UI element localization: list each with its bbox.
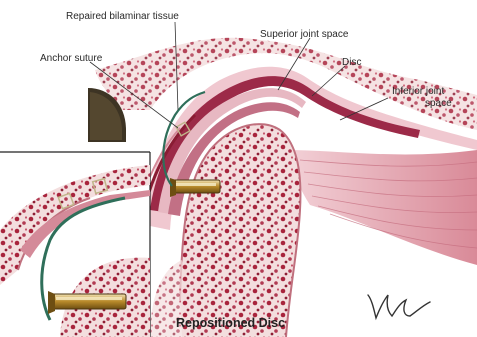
label-disc: Disc	[342, 57, 361, 68]
label-anchor-suture: Anchor suture	[40, 53, 102, 64]
figure-caption: Repositioned Disc	[176, 316, 285, 330]
label-repaired-bilaminar-tissue: Repaired bilaminar tissue	[66, 11, 179, 22]
label-inferior-joint-space-1: Inferior joint	[392, 86, 444, 97]
signature-icon	[368, 295, 430, 318]
label-superior-joint-space: Superior joint space	[260, 29, 348, 40]
inset-panel	[0, 152, 150, 337]
label-inferior-joint-space-2: space	[425, 98, 452, 109]
